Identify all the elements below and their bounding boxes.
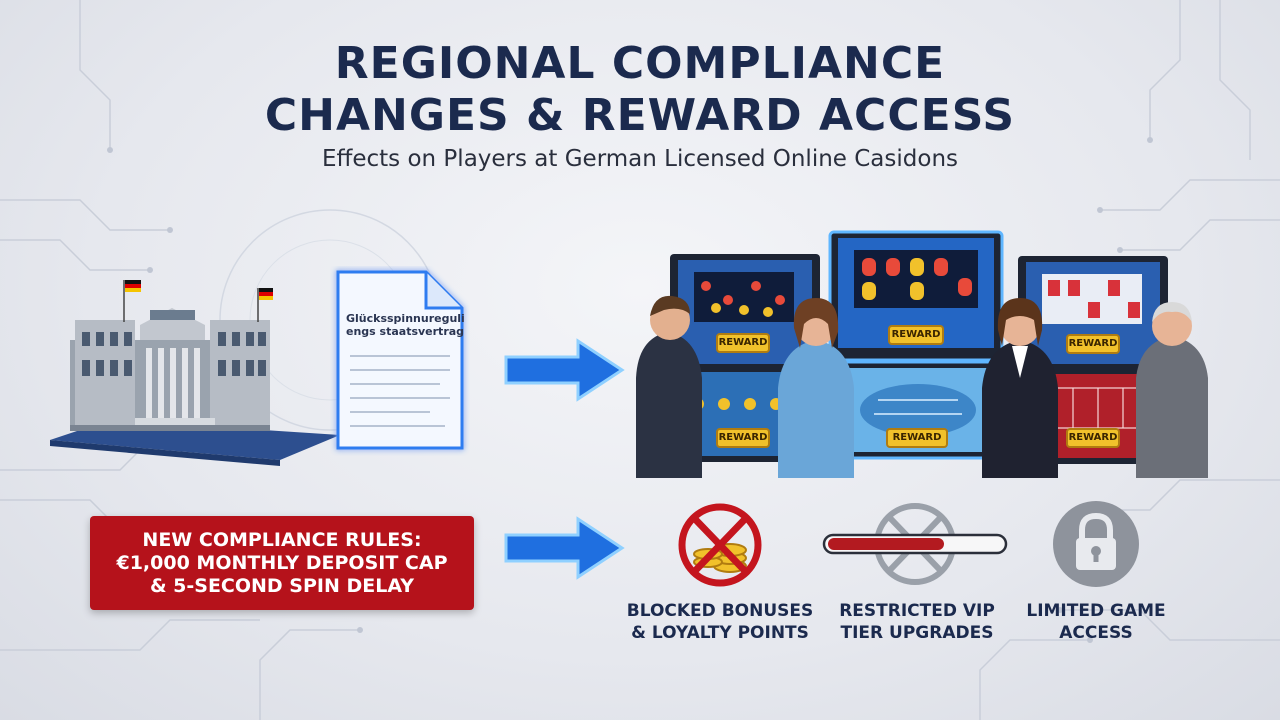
player-businesswoman [982, 298, 1058, 478]
effect-3-line-1: LIMITED GAME [1026, 601, 1166, 621]
right-arrow-icon-2 [504, 516, 625, 580]
blocked-progress-icon [822, 503, 1008, 585]
document-heading: Glücksspinnureguliengs staatsvertrag [346, 312, 465, 338]
slot-monitor-right [1018, 256, 1168, 374]
player-older-man [1136, 302, 1208, 478]
effect-1-line-1: BLOCKED BONUSES [626, 601, 814, 621]
reichstag-building-illustration [50, 280, 340, 466]
game-table-center [836, 360, 1000, 460]
title-line-2: CHANGES & REWARD ACCESS [264, 90, 1016, 141]
reward-button-right-table[interactable]: REWARD [1066, 428, 1120, 448]
reward-button-left-monitor[interactable]: REWARD [716, 333, 770, 353]
reward-button-left-table[interactable]: REWARD [716, 428, 770, 448]
reward-button-center-table[interactable]: REWARD [886, 428, 948, 448]
effect-2-line-1: RESTRICTED VIP [839, 601, 995, 621]
compliance-rules-banner: NEW COMPLIANCE RULES: €1,000 MONTHLY DEP… [90, 516, 474, 610]
reward-button-center-monitor[interactable]: REWARD [888, 325, 944, 345]
treaty-document-icon [336, 270, 464, 450]
right-arrow-icon [504, 338, 625, 402]
slot-monitor-center [828, 230, 1004, 362]
effect-label-limited-access: LIMITED GAME ACCESS [1012, 600, 1180, 644]
blocked-coins-icon [678, 503, 762, 587]
page-title: REGIONAL COMPLIANCE CHANGES & REWARD ACC… [0, 38, 1280, 142]
rules-line-2: €1,000 MONTHLY DEPOSIT CAP [116, 551, 448, 574]
player-young-man [636, 295, 702, 478]
page-subtitle: Effects on Players at German Licensed On… [321, 146, 959, 172]
rules-line-3: & 5-SECOND SPIN DELAY [149, 574, 415, 597]
padlock-icon [1053, 501, 1139, 587]
effect-1-line-2: & LOYALTY POINTS [631, 623, 809, 643]
german-flag-icon-2 [257, 288, 273, 322]
rules-line-1: NEW COMPLIANCE RULES: [142, 528, 422, 551]
effect-label-restricted-vip: RESTRICTED VIP TIER UPGRADES [812, 600, 1022, 644]
title-line-1: REGIONAL COMPLIANCE [334, 38, 946, 89]
effect-2-line-2: TIER UPGRADES [840, 623, 994, 643]
german-flag-icon [123, 280, 141, 322]
reward-button-right-monitor[interactable]: REWARD [1066, 334, 1120, 354]
effect-label-blocked-bonuses: BLOCKED BONUSES & LOYALTY POINTS [610, 600, 830, 644]
effect-3-line-2: ACCESS [1059, 623, 1133, 643]
casino-players-illustration [636, 230, 1208, 478]
player-woman [778, 298, 854, 478]
